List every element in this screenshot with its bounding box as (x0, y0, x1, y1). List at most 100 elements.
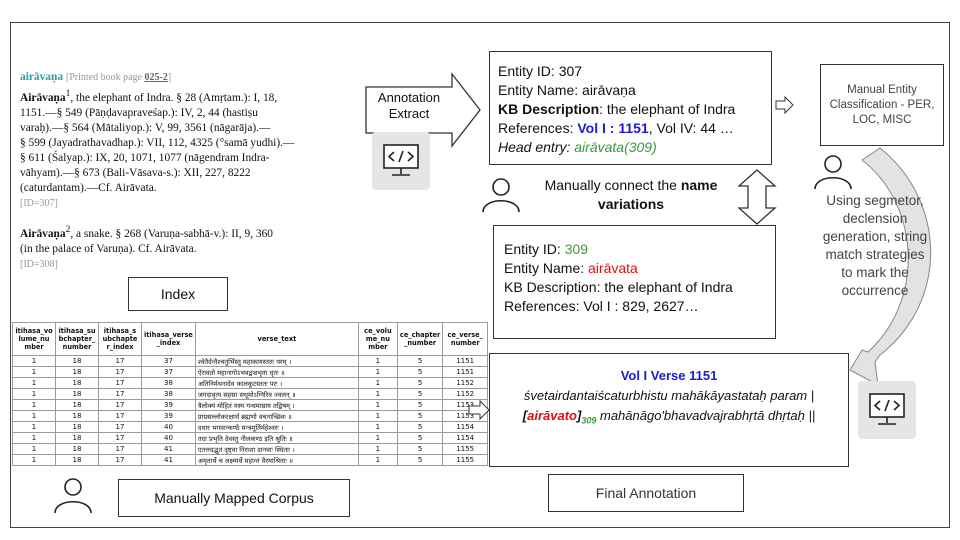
reference-rest: , Vol IV: 44 … (648, 120, 734, 136)
entry-1-line: , the elephant of Indra. § 28 (Amṛtam.):… (70, 91, 278, 104)
entity-307-box: Entity ID: 307 Entity Name: airāvaṇa KB … (489, 51, 772, 165)
table-cell: अमृतार्थे च लक्ष्म्यर्थे महान्तं वैरमाश्… (194, 454, 359, 466)
manually-connect-label: Manually connect the name variations (525, 176, 737, 214)
entry-1-line: § 611 (Śalyap.): IX, 20, 1071, 1077 (nāg… (20, 151, 270, 164)
bracket: ] (577, 408, 582, 423)
entry-2-line: (in the palace of Varuṇa). Cf. Airāvata. (20, 242, 197, 255)
entry-1-id: [ID=307] (20, 197, 58, 209)
connect-text: Manually connect the (544, 177, 681, 193)
table-cell: 17 (98, 454, 142, 466)
entry-1-name: Airāvaṇa (20, 91, 66, 104)
entry-2-sup: 2 (65, 224, 71, 235)
entry-2-name: Airāvaṇa (20, 227, 66, 240)
entry-2-line: , a snake. § 268 (Varuṇa-sabhā-v.): II, … (70, 227, 273, 240)
highlighted-reference: Vol I : 1151 (577, 120, 649, 136)
head-ref: [Printed book page (65, 72, 145, 83)
entity-name: airāvaṇa (582, 82, 636, 98)
entry-1-line: § 599 (Jayadrathavadhap.): VII, 112, 432… (20, 136, 295, 149)
entry-2: Airāvaṇa2, a snake. § 268 (Varuṇa-sabhā-… (20, 223, 360, 272)
corpus-label: Manually Mapped Corpus (154, 490, 314, 506)
bracket: [ (522, 408, 528, 423)
entity-name-row: Entity Name: airāvata (504, 259, 765, 278)
references-row: References: Vol I : 829, 2627… (504, 298, 699, 314)
entity-id: 307 (558, 63, 583, 79)
table-cell: 1 (12, 454, 56, 466)
entity-subscript: 309 (581, 415, 597, 426)
head-line: airāvaṇa [Printed book page 025-2] (20, 70, 360, 85)
kb-row: KB Description: the elephant of Indra (504, 279, 733, 295)
field-label: Head entry: (498, 139, 575, 155)
verse-rest: mahānāgo'bhavadvajrabhṛtā dhṛtaḥ || (596, 408, 816, 423)
corpus-label-box: Manually Mapped Corpus (118, 479, 350, 517)
curved-arrow-icon (849, 147, 932, 386)
table-cell: 5 (396, 454, 444, 466)
entity-id-row: Entity ID: 309 (504, 240, 765, 259)
entry-2-id: [ID=308] (20, 258, 58, 270)
kb-label: KB Description (498, 101, 600, 117)
field-label: References: (498, 120, 578, 136)
verse-line-2: [airāvato]309 mahānāgo'bhavadvajrabhṛtā … (496, 406, 842, 431)
table-cell: 17 (98, 388, 142, 400)
kb-description: : the elephant of Indra (599, 101, 736, 117)
column-header: ce_volu me_nu mber (357, 322, 398, 356)
right-arrow-icon (775, 95, 794, 115)
column-header: ce_verse_ number (442, 322, 489, 356)
entry-1-line: (caturdantam).—Cf. Airāvata. (20, 181, 157, 194)
code-monitor-icon (372, 132, 430, 190)
final-annotation-box: Vol I Verse 1151 śvetairdantaiścaturbhis… (489, 353, 849, 467)
person-icon (482, 178, 520, 213)
connect-bold: variations (597, 196, 665, 212)
index-label-box: Index (128, 277, 228, 311)
column-header: verse_text (194, 322, 359, 356)
book-index-excerpt: airāvaṇa [Printed book page 025-2] Airāv… (20, 70, 360, 272)
table-cell: 17 (98, 366, 142, 378)
verse-title: Vol I Verse 1151 (620, 368, 718, 383)
annotated-word: airāvato (527, 408, 577, 423)
field-label: Entity ID: (498, 63, 559, 79)
manual-classification-box: Manual Entity Classification - PER, LOC,… (820, 64, 944, 146)
person-icon (814, 155, 852, 190)
entity-id: 309 (564, 241, 589, 257)
right-arrow-icon (468, 399, 490, 421)
double-arrow-icon (737, 169, 777, 225)
entry-1-sup: 1 (65, 89, 71, 99)
final-label: Final Annotation (595, 485, 697, 501)
segmentor-label: Using segmetor, declension generation, s… (822, 193, 928, 298)
annotation-extract-label: Annotation Extract (377, 90, 441, 121)
table-cell: 18 (55, 454, 99, 466)
references-row: References: Vol I : 1151, Vol IV: 44 … (498, 119, 763, 138)
verse-line-1: śvetairdantaiścaturbhistu mahākāyastataḥ… (523, 388, 815, 403)
table-cell: 5 (396, 432, 444, 444)
final-label-box: Final Annotation (548, 474, 744, 512)
entity-309-box: Entity ID: 309 Entity Name: airāvata KB … (493, 225, 776, 339)
index-label: Index (160, 286, 196, 302)
entry-1-line: 1151.—§ 549 (Pāṇḍavapraveśap.): IV, 2, 4… (20, 106, 258, 119)
entry-1: Airāvaṇa1, the elephant of Indra. § 28 (… (20, 87, 360, 211)
field-label: Entity Name: (498, 82, 583, 98)
field-label: Entity ID: (504, 241, 565, 257)
person-icon (54, 478, 92, 514)
column-header: itihasa_s ubchapte r_index (98, 322, 142, 356)
code-monitor-icon (858, 381, 916, 439)
entry-1-line: varaḥ).—§ 564 (Mātaliyop.): V, 99, 3561 … (20, 121, 271, 134)
head-ref-close: ] (167, 72, 172, 83)
entity-name: airāvata (588, 260, 638, 276)
head-page: 025-2 (144, 72, 168, 83)
field-label: Entity Name: (504, 260, 589, 276)
table-cell: 1 (357, 454, 398, 466)
head-entry-row: Head entry: airāvata(309) (498, 138, 763, 157)
connect-bold: name (680, 177, 718, 193)
table-cell: 1155 (442, 443, 489, 455)
manual-classification-label: Manual Entity Classification - PER, LOC,… (829, 83, 935, 126)
head-word: airāvaṇa (20, 71, 64, 83)
table-cell: 41 (141, 454, 196, 466)
column-header: ce_chapter _number (396, 322, 444, 356)
entity-id-row: Entity ID: 307 (498, 62, 763, 81)
